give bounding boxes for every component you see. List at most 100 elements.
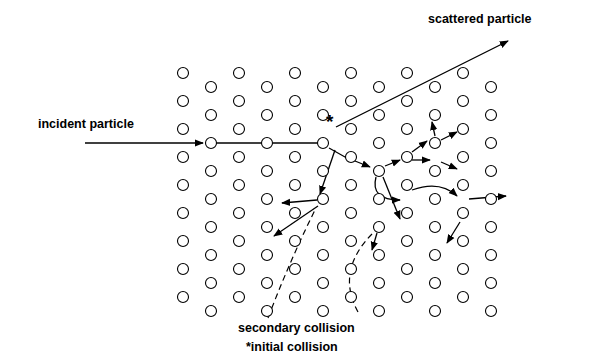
atom-circle — [346, 180, 357, 191]
atom-circle — [374, 222, 385, 233]
atom-circle — [486, 278, 497, 289]
particle-paths — [85, 41, 508, 250]
track-segment — [273, 142, 317, 143]
atom-circle — [178, 292, 189, 303]
atom-circle — [262, 166, 273, 177]
atom-circle — [318, 138, 329, 149]
atom-circle — [486, 110, 497, 121]
atom-circle — [430, 110, 441, 121]
atom-circle — [430, 194, 441, 205]
atom-circle — [234, 180, 245, 191]
atom-circle — [402, 292, 413, 303]
atom-circle — [206, 222, 217, 233]
atom-circle — [234, 264, 245, 275]
atom-circle — [290, 96, 301, 107]
atom-circle — [430, 82, 441, 93]
atom-circle — [206, 82, 217, 93]
atom-circle — [262, 194, 273, 205]
atom-circle — [178, 264, 189, 275]
atom-circle — [206, 110, 217, 121]
recoil-arrow — [441, 132, 457, 140]
atom-circle — [486, 166, 497, 177]
atom-circle — [206, 138, 217, 149]
atom-circle — [318, 306, 329, 317]
atom-circle — [262, 110, 273, 121]
atom-circle — [318, 166, 329, 177]
atom-circle — [290, 68, 301, 79]
atom-circle — [346, 292, 357, 303]
atom-circle — [458, 208, 469, 219]
atom-lattice — [178, 68, 497, 317]
atom-circle — [458, 292, 469, 303]
atom-circle — [318, 194, 329, 205]
atom-circle — [402, 208, 413, 219]
atom-circle — [318, 250, 329, 261]
atom-circle — [206, 306, 217, 317]
atom-circle — [206, 278, 217, 289]
recoil-arrow — [412, 159, 430, 160]
atom-circle — [486, 222, 497, 233]
recoil-arrow — [274, 206, 318, 236]
atom-circle — [234, 236, 245, 247]
atom-circle — [374, 194, 385, 205]
atom-circle — [402, 264, 413, 275]
atom-circle — [346, 152, 357, 163]
atom-circle — [458, 236, 469, 247]
atom-circle — [290, 264, 301, 275]
atom-circle — [290, 236, 301, 247]
atom-circle — [374, 278, 385, 289]
atom-circle — [458, 180, 469, 191]
atom-circle — [206, 194, 217, 205]
atom-circle — [402, 96, 413, 107]
atom-circle — [374, 250, 385, 261]
atom-circle — [486, 82, 497, 93]
recoil-arrow — [385, 160, 400, 166]
atom-circle — [262, 82, 273, 93]
atom-circle — [290, 152, 301, 163]
atom-circle — [290, 180, 301, 191]
atom-circle — [402, 152, 413, 163]
atom-circle — [374, 306, 385, 317]
atom-circle — [206, 166, 217, 177]
atom-circle — [458, 124, 469, 135]
atom-circle — [178, 68, 189, 79]
atom-circle — [206, 250, 217, 261]
atom-circle — [178, 152, 189, 163]
recoil-arrow — [372, 233, 377, 250]
atom-circle — [402, 180, 413, 191]
atom-circle — [234, 292, 245, 303]
atom-circle — [430, 222, 441, 233]
atom-circle — [346, 236, 357, 247]
recoil-arrow — [282, 200, 317, 203]
secondary-collision-label: secondary collision — [238, 322, 355, 336]
atom-circle — [430, 250, 441, 261]
atom-circle — [262, 278, 273, 289]
atom-circle — [262, 306, 273, 317]
atom-circle — [486, 138, 497, 149]
atom-circle — [374, 166, 385, 177]
atom-circle — [430, 138, 441, 149]
atom-circle — [262, 222, 273, 233]
atom-circle — [374, 82, 385, 93]
atom-circle — [346, 264, 357, 275]
atom-circle — [178, 96, 189, 107]
atom-circle — [178, 208, 189, 219]
atom-circle — [430, 306, 441, 317]
atom-circle — [290, 292, 301, 303]
atom-circle — [318, 222, 329, 233]
atom-circle — [486, 194, 497, 205]
atom-circle — [458, 152, 469, 163]
atom-circle — [402, 68, 413, 79]
atom-circle — [430, 166, 441, 177]
atom-circle — [346, 208, 357, 219]
atom-circle — [234, 68, 245, 79]
atom-circle — [486, 250, 497, 261]
atom-circle — [346, 68, 357, 79]
atom-circle — [234, 124, 245, 135]
atom-circle — [178, 236, 189, 247]
leader-lines — [268, 208, 374, 318]
dashed-leader — [268, 208, 316, 318]
atom-circle — [402, 236, 413, 247]
atom-circle — [458, 264, 469, 275]
